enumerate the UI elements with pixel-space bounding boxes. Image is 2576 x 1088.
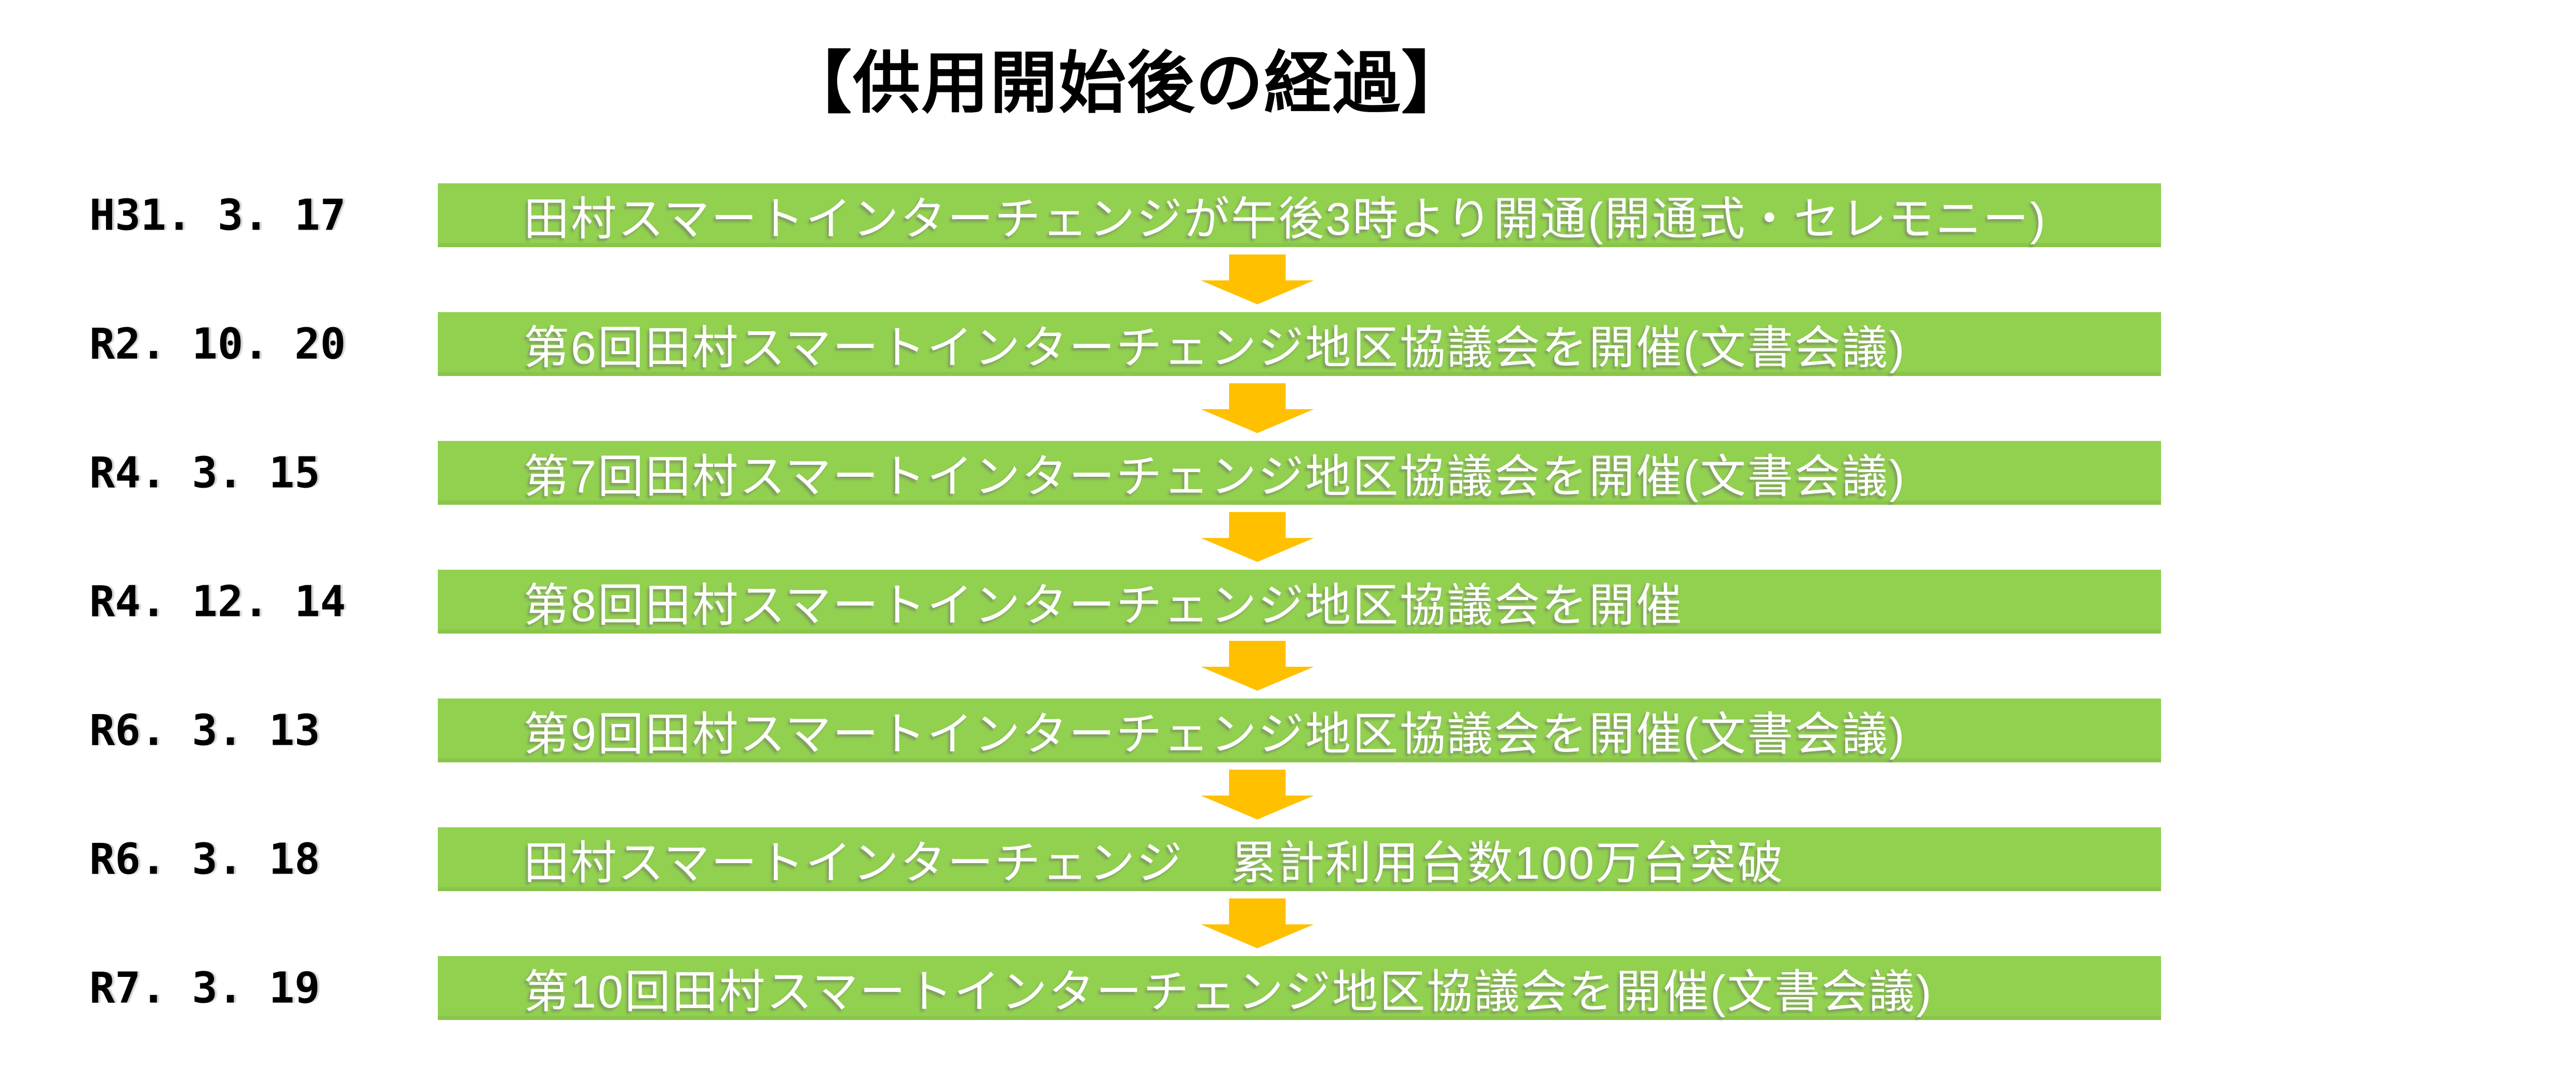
timeline-event-bar: 第9回田村スマートインターチェンジ地区協議会を開催(文書会議) — [438, 699, 2161, 762]
timeline-event-bar: 第8回田村スマートインターチェンジ地区協議会を開催 — [438, 570, 2161, 634]
timeline-event-bar: 第6回田村スマートインターチェンジ地区協議会を開催(文書会議) — [438, 312, 2161, 376]
timeline-date-label: H31. 3. 17 — [89, 191, 346, 240]
timeline-event-bar: 田村スマートインターチェンジ 累計利用台数100万台突破 — [438, 827, 2161, 891]
timeline-event-bar: 田村スマートインターチェンジが午後3時より開通(開通式・セレモニー) — [438, 183, 2161, 247]
timeline-event-text: 田村スマートインターチェンジが午後3時より開通(開通式・セレモニー) — [524, 193, 2047, 245]
page-title: 【供用開始後の経過】 — [784, 45, 1470, 121]
timeline-row: R4. 3. 15 第7回田村スマートインターチェンジ地区協議会を開催(文書会議… — [0, 441, 2576, 562]
down-arrow-icon — [1201, 898, 1314, 948]
timeline-row: H31. 3. 17 田村スマートインターチェンジが午後3時より開通(開通式・セ… — [0, 183, 2576, 304]
down-arrow-icon — [1201, 512, 1314, 562]
timeline-date-label: R4. 3. 15 — [89, 448, 320, 498]
timeline-row: R6. 3. 18 田村スマートインターチェンジ 累計利用台数100万台突破 — [0, 827, 2576, 948]
timeline-event-bar: 第10回田村スマートインターチェンジ地区協議会を開催(文書会議) — [438, 956, 2161, 1020]
timeline-event-text: 第10回田村スマートインターチェンジ地区協議会を開催(文書会議) — [524, 966, 1933, 1017]
timeline-date-label: R6. 3. 18 — [89, 835, 320, 884]
timeline-row: R4. 12. 14 第8回田村スマートインターチェンジ地区協議会を開催 — [0, 570, 2576, 691]
timeline-date-label: R4. 12. 14 — [89, 577, 346, 626]
timeline-event-text: 第9回田村スマートインターチェンジ地区協議会を開催(文書会議) — [524, 708, 1906, 760]
timeline-event-text: 第6回田村スマートインターチェンジ地区協議会を開催(文書会議) — [524, 322, 1906, 373]
timeline-date-label: R6. 3. 13 — [89, 706, 320, 755]
down-arrow-icon — [1201, 383, 1314, 433]
timeline-row: R7. 3. 19 第10回田村スマートインターチェンジ地区協議会を開催(文書会… — [0, 956, 2576, 1020]
timeline-row: R6. 3. 13 第9回田村スマートインターチェンジ地区協議会を開催(文書会議… — [0, 699, 2576, 820]
timeline-rows: H31. 3. 17 田村スマートインターチェンジが午後3時より開通(開通式・セ… — [0, 183, 2576, 1085]
timeline-event-text: 第7回田村スマートインターチェンジ地区協議会を開催(文書会議) — [524, 451, 1906, 502]
timeline-event-text: 第8回田村スマートインターチェンジ地区協議会を開催 — [524, 580, 1684, 631]
timeline-date-label: R7. 3. 19 — [89, 963, 320, 1013]
down-arrow-icon — [1201, 770, 1314, 820]
timeline-event-text: 田村スマートインターチェンジ 累計利用台数100万台突破 — [524, 837, 1785, 889]
down-arrow-icon — [1201, 641, 1314, 691]
timeline-date-label: R2. 10. 20 — [89, 319, 346, 369]
timeline-row: R2. 10. 20 第6回田村スマートインターチェンジ地区協議会を開催(文書会… — [0, 312, 2576, 433]
timeline-event-bar: 第7回田村スマートインターチェンジ地区協議会を開催(文書会議) — [438, 441, 2161, 505]
down-arrow-icon — [1201, 254, 1314, 304]
